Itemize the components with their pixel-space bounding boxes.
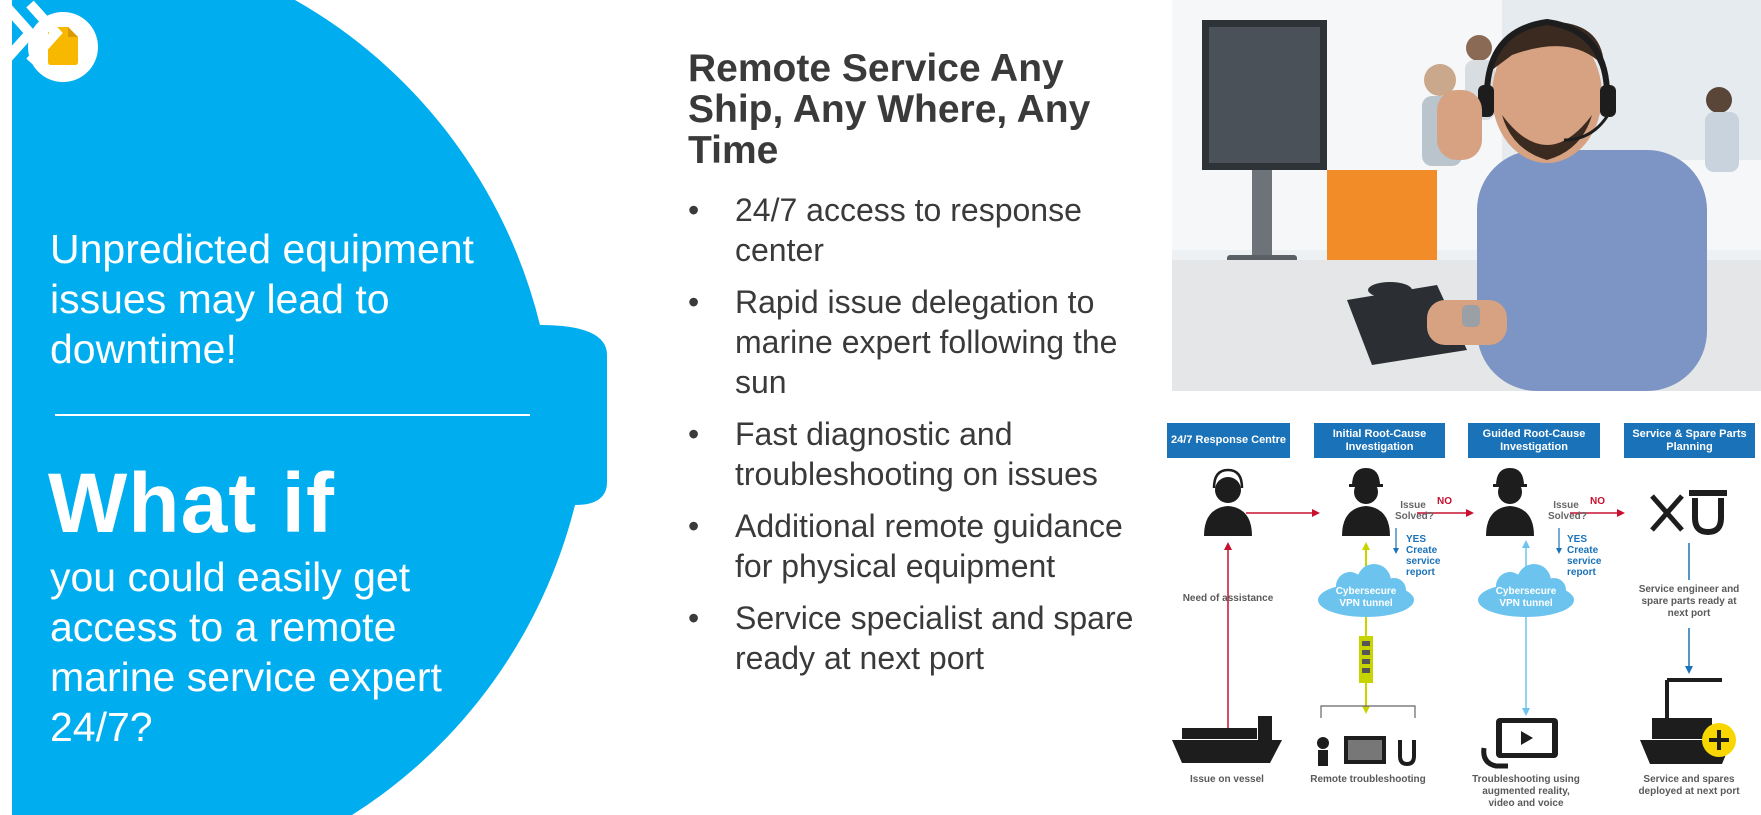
divider-line bbox=[55, 414, 530, 416]
double-chevron-icon bbox=[0, 0, 63, 66]
header-response-centre: 24/7 Response Centre bbox=[1167, 423, 1290, 458]
cloud-icon bbox=[1478, 564, 1574, 617]
bottom-label-vessel: Issue on vessel bbox=[1190, 774, 1264, 785]
no-label: NO bbox=[1437, 496, 1452, 507]
list-item-text: Additional remote guidance for physical … bbox=[735, 508, 1123, 584]
office-illustration bbox=[1172, 0, 1761, 391]
wrench-icon bbox=[1650, 494, 1684, 532]
issue-solved-label: Issue Solved? bbox=[1395, 500, 1434, 522]
vpn-label: Cybersecure VPN tunnel bbox=[1335, 586, 1397, 609]
bullet-marker: • bbox=[688, 192, 700, 228]
bullet-marker: • bbox=[688, 284, 700, 320]
bottom-label-port: Service and spares deployed at next port bbox=[1638, 774, 1740, 797]
no-label: NO bbox=[1590, 496, 1605, 507]
list-item: • Fast diagnostic and troubleshooting on … bbox=[688, 414, 1143, 494]
list-item-text: Rapid issue delegation to marine expert … bbox=[735, 284, 1118, 400]
engineer-ready-label: Service engineer and spare parts ready a… bbox=[1638, 584, 1740, 619]
blue-panel-shape bbox=[12, 0, 615, 815]
left-blue-panel: Unpredicted equipment issues may lead to… bbox=[0, 0, 640, 815]
list-item: • Additional remote guidance for physical… bbox=[688, 506, 1143, 586]
header-service-planning: Service & Spare Parts Planning bbox=[1624, 423, 1755, 458]
create-report-label: Create service report bbox=[1567, 545, 1602, 578]
benefit-list: • 24/7 access to response center • Rapid i… bbox=[688, 190, 1143, 690]
remote-service-flow-diagram: 24/7 Response Centre Initial Root-Cause … bbox=[1162, 418, 1761, 815]
list-item-text: Fast diagnostic and troubleshooting on i… bbox=[735, 416, 1098, 492]
intro-text: Unpredicted equipment issues may lead to… bbox=[50, 226, 474, 372]
what-if-headline: What if bbox=[48, 456, 335, 550]
section-title: Remote Service Any Ship, Any Where, Any … bbox=[688, 47, 1091, 172]
headset-agent-icon bbox=[1204, 468, 1252, 536]
magnet-icon bbox=[1689, 490, 1727, 536]
list-item-text: 24/7 access to response center bbox=[735, 192, 1082, 268]
list-item: • Rapid issue delegation to marine expert… bbox=[688, 282, 1143, 402]
helmet-worker-icon bbox=[1486, 468, 1534, 536]
ship-icon bbox=[1640, 678, 1736, 764]
question-text: you could easily get access to a remote … bbox=[50, 554, 442, 750]
cloud-icon bbox=[1318, 564, 1414, 617]
list-item: • 24/7 access to response center bbox=[688, 190, 1143, 270]
bullet-marker: • bbox=[688, 416, 700, 452]
header-guided-root-cause: Guided Root-Cause Investigation bbox=[1468, 423, 1600, 458]
yes-label: YES bbox=[1567, 534, 1588, 545]
need-assistance-label: Need of assistance bbox=[1182, 593, 1274, 604]
bullet-marker: • bbox=[688, 600, 700, 636]
bottom-label-remote: Remote troubleshooting bbox=[1310, 774, 1426, 785]
helmet-worker-icon bbox=[1342, 468, 1390, 536]
tablet-icon bbox=[1481, 718, 1558, 769]
vpn-label: Cybersecure VPN tunnel bbox=[1495, 586, 1557, 609]
bullet-marker: • bbox=[688, 508, 700, 544]
support-agent-photo bbox=[1172, 0, 1761, 391]
issue-solved-label: Issue Solved? bbox=[1548, 500, 1587, 522]
ship-icon bbox=[1172, 716, 1282, 763]
create-report-label: Create service report bbox=[1406, 545, 1441, 578]
flow-connectors bbox=[1172, 468, 1736, 769]
list-item: • Service specialist and spare ready at n… bbox=[688, 598, 1143, 678]
bottom-label-ar: Troubleshooting using augmented reality,… bbox=[1472, 774, 1580, 809]
list-item-text: Service specialist and spare ready at ne… bbox=[735, 600, 1134, 676]
yes-label: YES bbox=[1406, 534, 1427, 545]
header-initial-root-cause: Initial Root-Cause Investigation bbox=[1314, 423, 1445, 458]
